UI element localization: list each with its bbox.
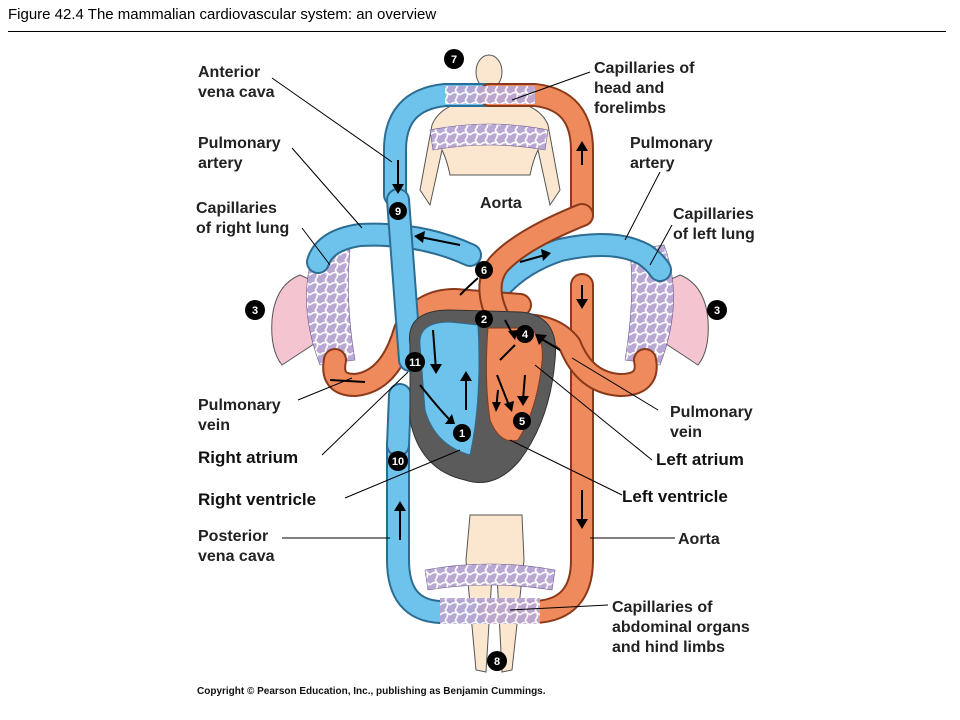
heart: [409, 309, 557, 483]
svg-text:5: 5: [519, 416, 525, 428]
label-aorta-top: Aorta: [480, 195, 522, 212]
svg-text:3: 3: [714, 305, 720, 317]
step-marker: 7: [444, 49, 464, 69]
svg-text:4: 4: [522, 329, 529, 341]
svg-text:7: 7: [451, 54, 457, 66]
svg-text:9: 9: [395, 206, 401, 218]
svg-text:3: 3: [252, 305, 258, 317]
step-marker: 8: [487, 651, 507, 671]
step-marker: 11: [405, 352, 425, 372]
right-lung: [271, 244, 356, 366]
label-right-ventricle: Right ventricle: [198, 490, 316, 509]
title-divider: [8, 31, 946, 32]
svg-text:10: 10: [392, 456, 404, 468]
vena-cavae: [386, 188, 422, 457]
step-marker: 6: [475, 261, 493, 279]
lower-body: [465, 514, 525, 673]
label-aorta-bottom: Aorta: [678, 531, 720, 548]
leader-lines: [271, 71, 675, 611]
svg-text:2: 2: [481, 314, 487, 326]
step-marker: 1: [453, 424, 471, 442]
label-left-ventricle: Left ventricle: [622, 487, 728, 506]
svg-text:1: 1: [459, 428, 465, 440]
step-marker: 3: [707, 300, 727, 320]
step-marker: 10: [388, 451, 408, 471]
step-marker: 9: [389, 202, 407, 220]
svg-text:6: 6: [481, 265, 487, 277]
step-marker: 5: [513, 412, 531, 430]
aortic-arch: [478, 203, 594, 342]
figure-title: Figure 42.4 The mammalian cardiovascular…: [8, 6, 437, 23]
svg-text:8: 8: [494, 656, 500, 668]
upper-body: [419, 54, 561, 207]
flow-arrows: [329, 141, 588, 540]
label-right-atrium: Right atrium: [198, 448, 298, 467]
step-marker: 4: [516, 325, 534, 343]
step-marker: 3: [245, 300, 265, 320]
step-marker: 2: [475, 310, 493, 328]
copyright-notice: Copyright © Pearson Education, Inc., pub…: [197, 686, 546, 697]
svg-text:11: 11: [409, 357, 421, 369]
abdominal-capillary-loop: [386, 273, 594, 624]
label-left-atrium: Left atrium: [656, 450, 744, 469]
